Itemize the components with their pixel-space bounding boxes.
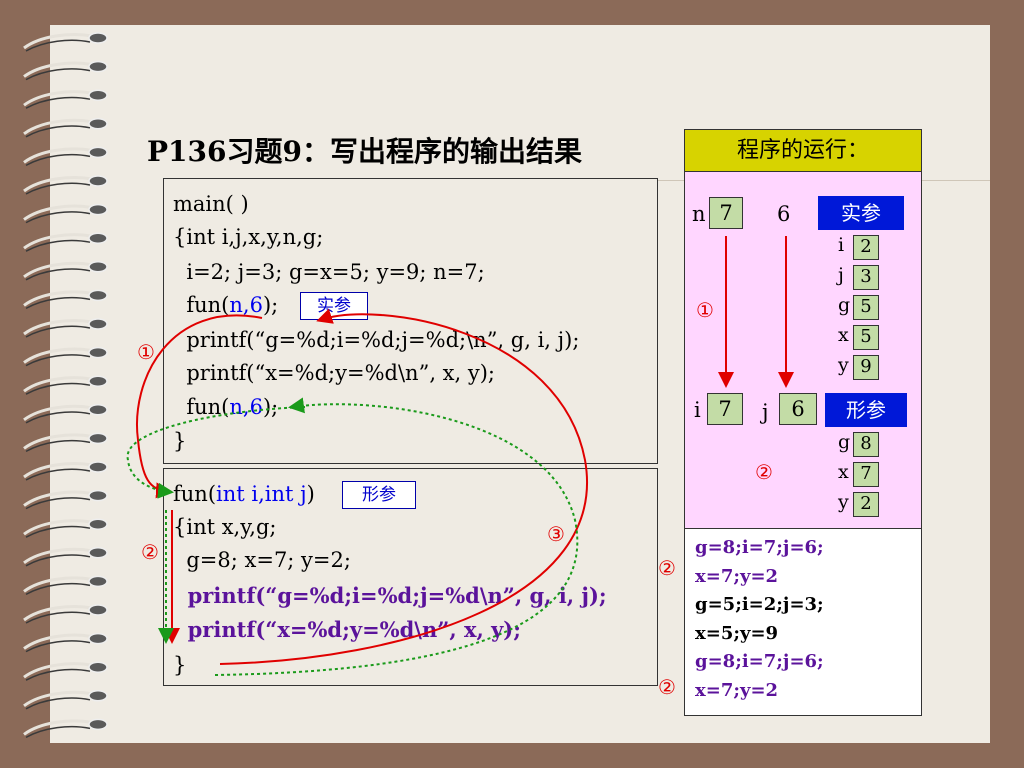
fun-line-6: } xyxy=(173,653,187,677)
step-marker-2: ② xyxy=(141,540,159,564)
spiral-ring xyxy=(23,232,108,252)
spiral-ring xyxy=(23,203,108,224)
main-line-2: {int i,j,x,y,n,g; xyxy=(173,225,324,249)
fun-line-3: g=8; x=7; y=2; xyxy=(173,548,351,572)
fun-def-suffix: ) xyxy=(306,482,315,506)
output-line: g=8;i=7;j=6; xyxy=(695,651,824,672)
formal-params-badge: 形参 xyxy=(825,393,907,427)
var-value-j: 3 xyxy=(853,265,879,290)
n-value-cell: 7 xyxy=(709,197,743,229)
spiral-ring xyxy=(23,547,108,567)
spiral-ring xyxy=(23,375,108,395)
run-header: 程序的运行： xyxy=(684,129,922,172)
spiral-ring xyxy=(23,89,108,109)
spiral-ring xyxy=(23,690,108,710)
formal-params-tag: 形参 xyxy=(342,481,416,509)
output-marker-2a: ② xyxy=(658,556,676,580)
fun-call-prefix: fun( xyxy=(173,395,230,419)
output-line: x=7;y=2 xyxy=(695,565,779,587)
main-line-5: printf(“g=%d;i=%d;j=%d;\n”, g, i, j); xyxy=(173,328,580,352)
main-line-8: } xyxy=(173,429,187,453)
run-panel xyxy=(684,172,922,530)
fun-call-suffix: ); xyxy=(262,395,279,419)
var-label-g: g xyxy=(838,294,851,316)
fun-line-1: fun(int i,int j) xyxy=(173,479,315,509)
var-label-x: x xyxy=(838,461,849,483)
output-marker-2b: ② xyxy=(658,675,676,699)
fun-call-prefix: fun( xyxy=(173,293,230,317)
spiral-ring xyxy=(23,404,108,424)
spiral-ring xyxy=(23,32,108,52)
main-line-7: fun(n,6); xyxy=(173,392,278,422)
main-line-3: i=2; j=3; g=x=5; y=9; n=7; xyxy=(173,260,485,284)
spiral-ring xyxy=(23,261,108,281)
fun-def-prefix: fun( xyxy=(173,482,217,506)
spiral-ring xyxy=(23,461,108,481)
spiral-ring xyxy=(23,432,108,453)
panel-step-1: ① xyxy=(696,298,714,322)
step-marker-1: ① xyxy=(137,340,155,364)
panel-step-2: ② xyxy=(755,460,773,484)
var-label-y: y xyxy=(838,354,849,376)
var-value-x: 7 xyxy=(853,462,879,487)
spiral-ring xyxy=(23,489,108,510)
var-label-g: g xyxy=(838,431,851,453)
fun-def-params: int i,int j xyxy=(216,482,307,506)
spiral-ring xyxy=(23,146,108,167)
var-label-i: i xyxy=(838,234,845,256)
step-marker-3: ③ xyxy=(547,522,565,546)
spiral-ring xyxy=(23,604,108,624)
var-value-i: 2 xyxy=(853,235,879,260)
fun-line-5: printf(“x=%d;y=%d\n”, x, y); xyxy=(173,617,521,642)
j-value-cell: 6 xyxy=(779,393,817,425)
output-line: g=8;i=7;j=6; xyxy=(695,537,824,558)
actual-params-tag: 实参 xyxy=(300,292,368,320)
spiral-ring xyxy=(23,175,108,195)
var-label-j: j xyxy=(838,264,844,286)
var-value-y: 2 xyxy=(853,492,879,517)
output-line: x=7;y=2 xyxy=(695,679,779,701)
output-line: x=5;y=9 xyxy=(695,622,779,644)
j-label: j xyxy=(762,400,769,424)
spiral-ring xyxy=(23,289,108,310)
fun-call-args: n,6 xyxy=(229,395,263,419)
fun-line-2: {int x,y,g; xyxy=(173,515,277,539)
main-line-4: fun(n,6); xyxy=(173,290,278,320)
var-value-g: 8 xyxy=(853,432,879,457)
output-box: g=8;i=7;j=6; x=7;y=2 g=5;i=2;j=3; x=5;y=9 g=… xyxy=(684,528,922,716)
var-label-x: x xyxy=(838,324,849,346)
i-label: i xyxy=(694,398,701,422)
main-line-1: main( ) xyxy=(173,192,249,216)
var-label-y: y xyxy=(838,491,849,513)
spiral-ring xyxy=(23,60,108,81)
var-value-g: 5 xyxy=(853,295,879,320)
main-line-6: printf(“x=%d;y=%d\n”, x, y); xyxy=(173,361,495,385)
spiral-ring xyxy=(23,661,108,681)
fun-call-suffix: ); xyxy=(262,293,279,317)
var-value-y: 9 xyxy=(853,355,879,380)
spiral-ring xyxy=(23,632,108,653)
actual-params-badge: 实参 xyxy=(818,196,904,230)
fun-call-args: n,6 xyxy=(229,293,263,317)
spiral-ring xyxy=(23,575,108,596)
var-value-x: 5 xyxy=(853,325,879,350)
spiral-binding xyxy=(23,32,108,739)
spiral-ring xyxy=(23,518,108,538)
spiral-ring xyxy=(23,318,108,338)
constant-six: 6 xyxy=(777,202,791,226)
n-label: n xyxy=(692,202,706,226)
i-value-cell: 7 xyxy=(707,393,743,425)
spiral-ring xyxy=(23,346,108,367)
fun-line-4: printf(“g=%d;i=%d;j=%d\n”, g, i, j); xyxy=(173,583,607,608)
output-line: g=5;i=2;j=3; xyxy=(695,594,824,615)
spiral-ring xyxy=(23,118,108,138)
page-title: P136习题9：写出程序的输出结果 xyxy=(147,135,582,168)
spiral-ring xyxy=(23,718,108,739)
